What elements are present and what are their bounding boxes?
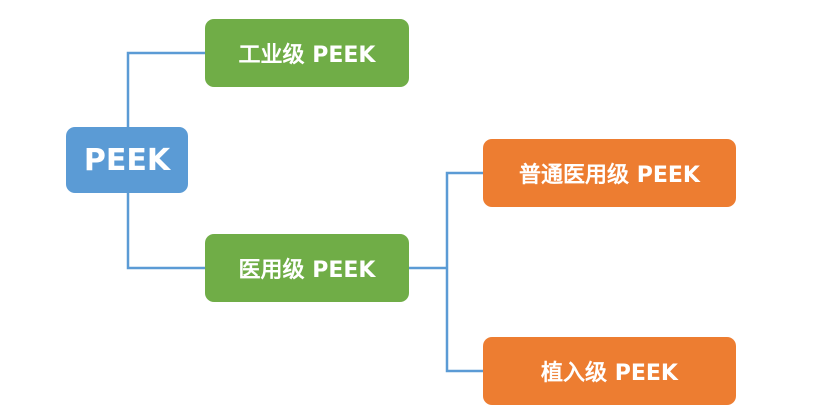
connector-medical-to-general (445, 171, 483, 268)
leaf-node-general-medical-grade: 普通医用级 PEEK (483, 139, 736, 207)
branch-node-label: 医用级 PEEK (238, 258, 376, 283)
branch-node-industrial-grade: 工业级 PEEK (205, 19, 409, 87)
connector-medical-to-implant (445, 268, 483, 373)
leaf-node-label: 植入级 PEEK (541, 361, 678, 386)
root-node-label: PEEK (83, 142, 171, 178)
connector-root-to-medical (126, 193, 205, 270)
branch-node-medical-grade: 医用级 PEEK (205, 234, 409, 302)
root-node-peek: PEEK (66, 127, 188, 193)
leaf-node-implant-grade: 植入级 PEEK (483, 337, 736, 405)
connector-root-to-industrial (126, 51, 205, 127)
leaf-node-label: 普通医用级 PEEK (519, 163, 700, 188)
branch-node-label: 工业级 PEEK (238, 43, 376, 68)
